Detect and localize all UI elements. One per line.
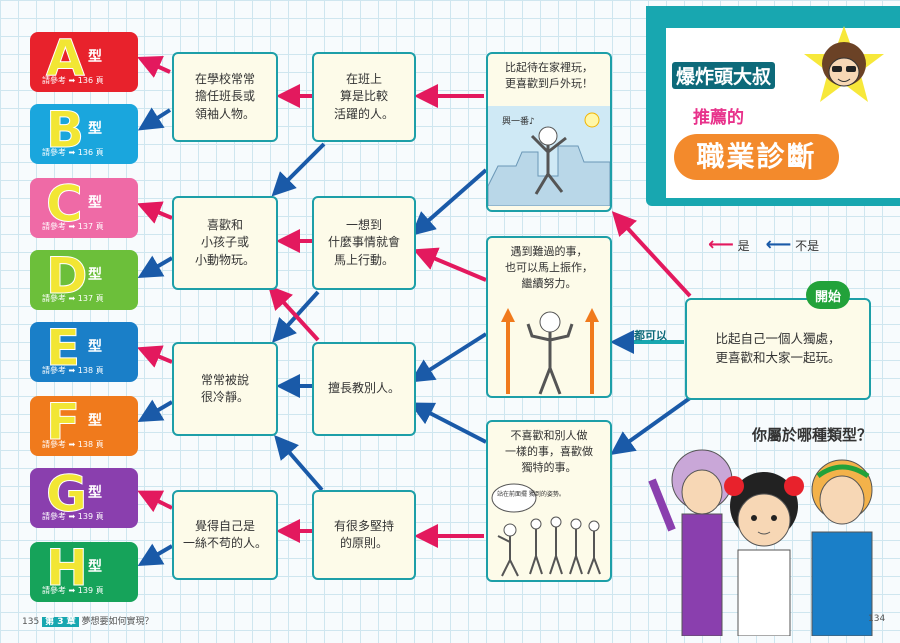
- page-reference: 請參考 ➡ 139 頁: [42, 586, 104, 595]
- type-letter: F: [45, 393, 81, 452]
- arrow-yes: [136, 345, 173, 368]
- legend-no: 不是: [795, 239, 820, 253]
- footer-left: 135 第 3 章 夢想要如何實現？: [22, 614, 153, 627]
- arrow-yes: [137, 490, 173, 513]
- question-text: 有很多堅持 的原則。: [333, 518, 394, 550]
- type-suffix: 型: [88, 195, 102, 211]
- type-tab-h[interactable]: H 型 請參考 ➡ 139 頁: [30, 539, 138, 602]
- type-tab-g[interactable]: G 型 請參考 ➡ 139 頁: [30, 465, 138, 528]
- arrow-no: [137, 543, 174, 567]
- chapter-title: 夢想要如何實現？: [81, 617, 154, 627]
- page-number-left: 135: [22, 617, 40, 627]
- type-letter: H: [46, 539, 89, 598]
- page-reference: 請參考 ➡ 136 頁: [42, 76, 104, 85]
- either-label: 都可以: [634, 329, 667, 342]
- question-box-leader: 在學校常常 擔任班長或 領袖人物。: [172, 52, 278, 142]
- type-letter: D: [46, 247, 89, 306]
- type-suffix: 型: [88, 121, 102, 137]
- title-line-1: 爆炸頭大叔: [672, 62, 776, 89]
- yes-arrow-icon: ⟵: [708, 234, 734, 255]
- arrow-yes: [267, 285, 320, 342]
- arrow-yes: [137, 56, 171, 78]
- question-text: 擅長教別人。: [327, 381, 400, 396]
- afro-uncle-avatar: [804, 26, 884, 102]
- title-card: 爆炸頭大叔 推薦的 職業診斷: [646, 6, 900, 206]
- question-box-act-quickly: 一想到 什麼事情就會 馬上行動。: [312, 196, 416, 290]
- question-box-active: 在班上 算是比較 活躍的人。: [312, 52, 416, 142]
- arrow-no: [137, 255, 174, 279]
- page-reference: 請參考 ➡ 139 頁: [42, 512, 104, 521]
- question-text: 不喜歡和別人做 一樣的事，喜歡做 獨特的事。: [505, 429, 593, 474]
- type-suffix: 型: [88, 485, 102, 501]
- start-question-box: 比起自己一個人獨處， 更喜歡和大家一起玩。: [685, 298, 871, 400]
- question-box-teach: 擅長教別人。: [312, 342, 416, 436]
- type-tab-a[interactable]: A 型 請參考 ➡ 136 頁: [30, 29, 138, 92]
- type-suffix: 型: [88, 413, 102, 429]
- type-tab-d[interactable]: D 型 請參考 ➡ 137 頁: [30, 247, 138, 310]
- question-text: 在班上 算是比較 活躍的人。: [333, 71, 394, 121]
- question-box-kids-animals: 喜歡和 小孩子或 小動物玩。: [172, 196, 278, 290]
- type-suffix: 型: [88, 49, 102, 65]
- arrow-no: [271, 290, 320, 343]
- question-box-bounce-back: 遇到難過的事， 也可以馬上振作， 繼續努力。: [486, 236, 612, 398]
- type-tab-b[interactable]: B 型 請參考 ➡ 136 頁: [30, 101, 138, 164]
- type-tab-e[interactable]: E 型 請參考 ➡ 138 頁: [30, 319, 138, 382]
- question-box-calm: 常常被說 很冷靜。: [172, 342, 278, 436]
- arrow-no: [271, 142, 326, 197]
- type-letter: B: [45, 101, 85, 160]
- flexing-person-illustration: [501, 308, 599, 395]
- question-box-meticulous: 覺得自己是 一絲不苟的人。: [172, 490, 278, 580]
- arrow-no: [137, 399, 174, 423]
- question-text: 在學校常常 擔任班長或 領袖人物。: [194, 71, 255, 121]
- title-line-2: 推薦的: [693, 108, 744, 128]
- arrow-no: [409, 332, 488, 383]
- question-box-outdoors: 比起待在家裡玩， 更喜歡到戶外玩！ 興一番♪: [486, 52, 612, 212]
- illustration-caption: 興一番♪: [502, 115, 535, 127]
- no-arrow-icon: ⟵: [765, 234, 792, 255]
- page-number-right: 134: [868, 614, 886, 624]
- page-reference: 請參考 ➡ 138 頁: [42, 366, 104, 375]
- question-text: 比起待在家裡玩， 更喜歡到戶外玩！: [505, 61, 593, 90]
- type-suffix: 型: [88, 559, 102, 575]
- start-question-text: 比起自己一個人獨處， 更喜歡和大家一起玩。: [715, 331, 841, 365]
- arrow-yes: [136, 201, 173, 224]
- type-letter: A: [46, 29, 86, 88]
- page-reference: 請參考 ➡ 136 頁: [42, 148, 104, 157]
- question-text: 遇到難過的事， 也可以馬上振作， 繼續努力。: [505, 245, 593, 290]
- arrow-no: [137, 107, 172, 131]
- question-text: 常常被說 很冷靜。: [200, 372, 249, 404]
- page-reference: 請參考 ➡ 137 頁: [42, 222, 104, 231]
- type-question-heading: 你屬於哪種類型？: [752, 426, 873, 444]
- start-badge: 開始: [806, 281, 850, 309]
- page-reference: 請參考 ➡ 138 頁: [42, 440, 104, 449]
- crowd-illustration: 站在前面擺 獨到的姿勢。: [491, 483, 601, 577]
- question-box-principles: 有很多堅持 的原則。: [312, 490, 416, 580]
- arrow-no: [409, 402, 487, 444]
- arrow-no: [274, 434, 324, 492]
- kids-illustration: [648, 449, 873, 636]
- type-letter: E: [45, 319, 81, 378]
- page-reference: 請參考 ➡ 137 頁: [42, 294, 104, 303]
- type-letter: C: [46, 175, 84, 234]
- arrow-yes: [412, 247, 487, 282]
- type-tab-f[interactable]: F 型 請參考 ➡ 138 頁: [30, 393, 138, 456]
- legend-yes: 是: [737, 239, 750, 253]
- question-box-unique: 不喜歡和別人做 一樣的事，喜歡做 獨特的事。 站在前面擺 獨到的姿勢。: [486, 420, 612, 582]
- chapter-badge: 第 3 章: [42, 617, 79, 627]
- type-suffix: 型: [88, 267, 102, 283]
- arrow-yes: [611, 211, 692, 298]
- type-tab-c[interactable]: C 型 請參考 ➡ 137 頁: [30, 175, 138, 238]
- outdoor-person-illustration: 興一番♪: [488, 106, 610, 206]
- arrow-no: [610, 396, 692, 455]
- arrow-no: [410, 168, 488, 236]
- illustration-caption: 站在前面擺 獨到的姿勢。: [497, 490, 565, 498]
- legend: ⟵ 是 ⟵ 不是: [708, 234, 819, 255]
- question-text: 喜歡和 小孩子或 小動物玩。: [194, 217, 255, 267]
- type-letter: G: [45, 465, 88, 524]
- question-text: 覺得自己是 一絲不苟的人。: [182, 518, 267, 550]
- question-text: 一想到 什麼事情就會 馬上行動。: [327, 217, 400, 267]
- page-title: 職業診斷: [674, 134, 839, 180]
- type-suffix: 型: [88, 339, 102, 355]
